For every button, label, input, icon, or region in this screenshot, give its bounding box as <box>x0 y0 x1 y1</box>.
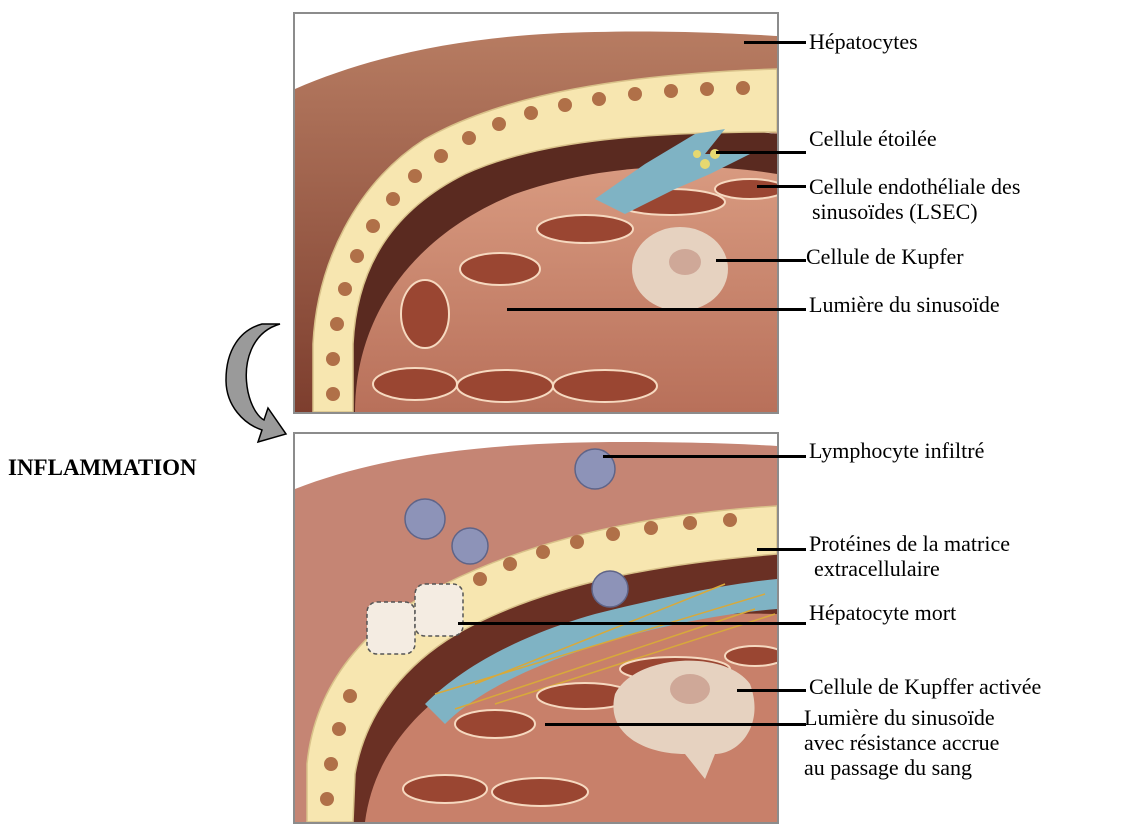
label-kupffer-activee: Cellule de Kupffer activée <box>809 674 1041 699</box>
label-hepatocytes: Hépatocytes <box>809 29 918 54</box>
leader-lsec <box>757 185 806 188</box>
label-hepatocyte-mort: Hépatocyte mort <box>809 600 956 625</box>
leader-lumiere <box>507 308 806 311</box>
leader-hepatocytes <box>744 41 806 44</box>
label-lumiere: Lumière du sinusoïde <box>809 292 1000 317</box>
leader-lymphocyte <box>603 455 806 458</box>
inflammation-label: INFLAMMATION <box>8 455 197 481</box>
leader-hepatocyte-mort <box>458 622 806 625</box>
label-lsec: Cellule endothéliale des sinusoïdes (LSE… <box>809 174 1020 224</box>
label-lumiere-resistance: Lumière du sinusoïde avec résistance acc… <box>804 705 999 780</box>
label-lymphocyte: Lymphocyte infiltré <box>809 438 984 463</box>
kupffer-cell <box>632 227 728 311</box>
label-cellule-etoilee: Cellule étoilée <box>809 126 937 151</box>
leader-proteines <box>757 548 806 551</box>
leader-kupffer-activee <box>737 689 806 692</box>
leader-kupfer <box>716 259 806 262</box>
curved-arrow-icon <box>222 322 288 444</box>
label-proteines: Protéines de la matrice extracellulaire <box>809 531 1010 581</box>
label-kupfer: Cellule de Kupfer <box>806 244 964 269</box>
inflamed-sinusoid-illustration <box>293 432 779 824</box>
normal-sinusoid-illustration <box>293 12 779 414</box>
leader-lumiere-resistance <box>545 723 806 726</box>
leader-cellule-etoilee <box>716 151 806 154</box>
